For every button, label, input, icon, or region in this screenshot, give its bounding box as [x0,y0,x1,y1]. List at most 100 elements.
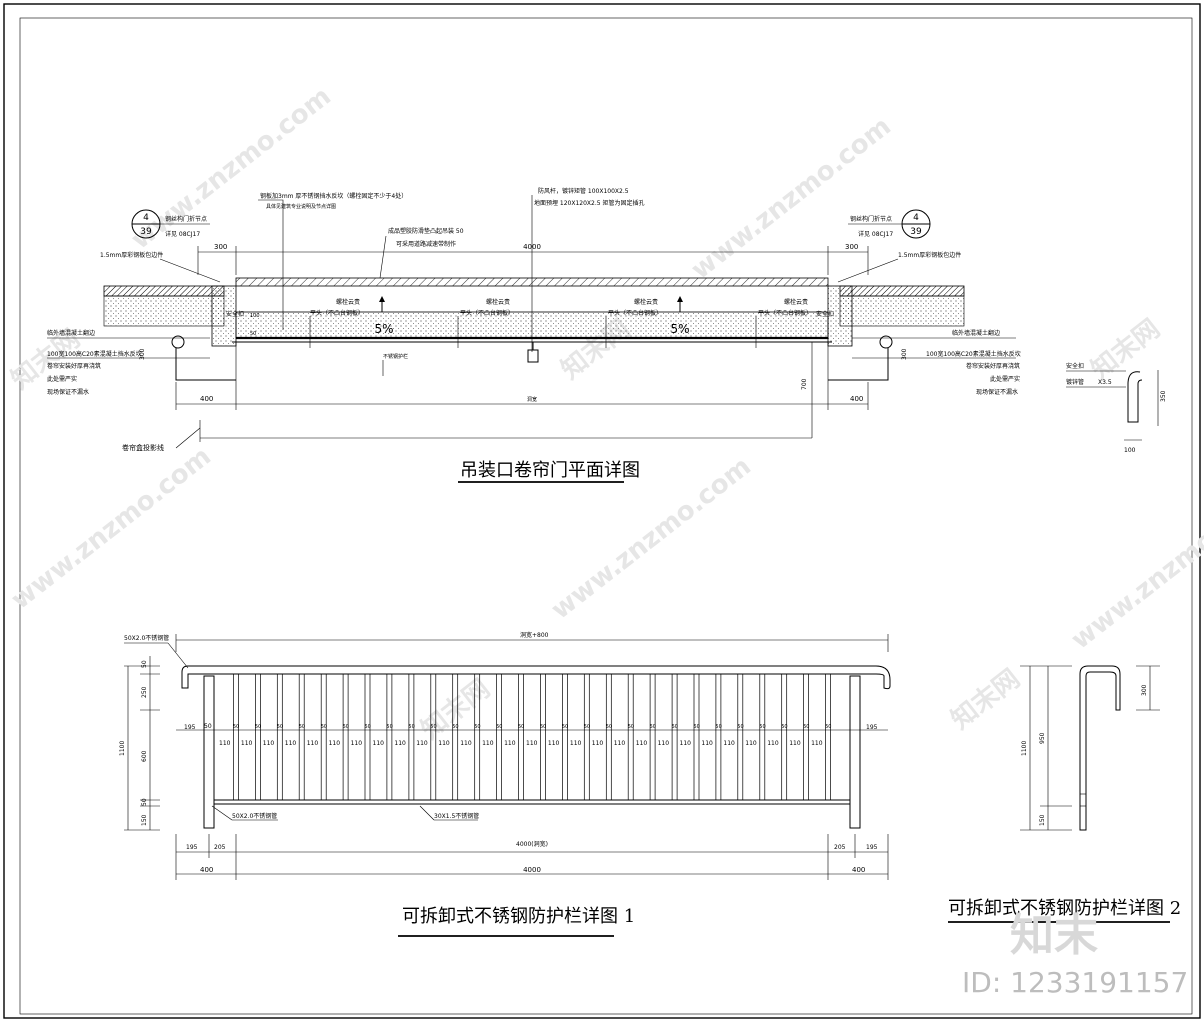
svg-text:平头（不凸台钢板）: 平头（不凸台钢板） [460,309,514,317]
svg-text:300: 300 [845,243,858,251]
spacing-label: 50 [715,724,721,730]
spacing-label: 50 [759,724,765,730]
svg-text:平头（不凸台钢板）: 平头（不凸台钢板） [608,309,662,317]
baluster [627,673,634,801]
right-side-notes: 临外墙混凝土翻边 100宽100高C20素混凝土挡水反坎 卷帘安装好厚再浇筑 此… [852,329,1021,396]
svg-text:螺栓云责: 螺栓云责 [634,298,658,306]
svg-text:50: 50 [141,660,148,668]
svg-text:4: 4 [913,213,919,223]
baluster [518,673,524,801]
baluster [583,673,590,801]
svg-text:螺栓云责: 螺栓云责 [486,298,510,306]
spacing-label: 110 [701,740,713,747]
svg-text:250: 250 [141,686,148,698]
spacing-label: 110 [592,740,604,747]
spacing-label: 50 [628,724,634,730]
drawing-frame [3,3,1201,1019]
spacing-label: 110 [241,740,253,747]
svg-text:安全扣: 安全扣 [226,310,244,318]
spacing-label: 50 [343,724,349,730]
spacing-label: 50 [321,724,327,730]
svg-text:4000(洞宽): 4000(洞宽) [516,840,548,848]
inner-frame [19,17,1193,1015]
watermark-logo: 知末网 [946,664,1026,736]
svg-text:300: 300 [214,243,227,251]
svg-text:195: 195 [186,844,198,851]
svg-text:1100: 1100 [119,741,126,756]
svg-text:X3.5: X3.5 [1098,379,1112,386]
svg-text:950: 950 [1039,732,1046,744]
spacing-label: 110 [526,740,538,747]
rail2-title: 可拆卸式不锈钢防护栏详图 2 [948,898,1181,919]
svg-text:螺栓云责: 螺栓云责 [336,298,360,306]
spacing-label: 50 [650,724,656,730]
plan-top-dims: 300 4000 300 [197,243,869,275]
baluster [298,673,305,801]
callout-right: 4 39 钢丝构门折节点 详见 08CJ17 [848,209,931,239]
spacing-label: 110 [548,740,560,747]
watermark-text: www.znzmo.com [126,82,337,256]
spacing-label: 110 [614,740,626,747]
svg-text:39: 39 [910,227,922,237]
svg-text:300: 300 [901,348,908,360]
baluster [693,673,700,801]
spacing-label: 110 [570,740,582,747]
spacing-label: 110 [811,740,823,747]
spacing-label: 110 [658,740,670,747]
svg-text:100宽100高C20素混凝土挡水反坎: 100宽100高C20素混凝土挡水反坎 [926,350,1021,358]
baluster [759,673,766,801]
spacing-label: 110 [723,740,735,747]
baluster [276,673,283,801]
baluster [605,673,612,801]
svg-text:100: 100 [1124,447,1136,454]
watermark-logo: 知末网 [416,674,496,746]
svg-text:150: 150 [1039,814,1046,826]
spacing-label: 110 [394,740,406,747]
spacing-label: 110 [307,740,319,747]
spacing-label: 110 [745,740,757,747]
spacing-label: 50 [386,724,392,730]
svg-text:400: 400 [850,395,863,403]
svg-text:150: 150 [141,814,148,826]
baluster [781,673,788,801]
spacing-label: 110 [416,740,428,747]
baluster [562,673,568,801]
spacing-label: 110 [482,740,494,747]
svg-text:400: 400 [200,395,213,403]
steel-cover-note-right: 1.5mm厚彩钢板包边件 [898,251,961,259]
baluster [408,673,415,801]
svg-text:350: 350 [1160,390,1167,402]
rail1-top-dim: 洞宽+800 [520,631,549,639]
svg-text:卷帘安装好厚再浇筑: 卷帘安装好厚再浇筑 [47,362,101,370]
spacing-label: 110 [285,740,297,747]
svg-text:此处需严实: 此处需严实 [990,375,1020,383]
svg-text:临外墙混凝土翻边: 临外墙混凝土翻边 [47,329,95,337]
svg-text:4000: 4000 [523,243,541,251]
wind-note-2: 地面预埋 120X120X2.5 矩管为固定插孔 [534,199,644,207]
balusters [233,673,831,801]
svg-text:螺栓云责: 螺栓云责 [784,298,808,306]
svg-text:300: 300 [1141,684,1148,696]
curtain-box-label: 卷帘盒投影线 [122,443,164,452]
baluster [737,673,744,801]
watermark-text: www.znzmo.com [6,442,217,616]
spacing-label: 50 [518,724,524,730]
svg-text:镀锌管: 镀锌管 [1066,378,1084,386]
spacing-label: 50 [430,724,436,730]
spacing-label: 50 [672,724,678,730]
spacing-label: 110 [373,740,385,747]
svg-text:卷帘安装好厚再浇筑: 卷帘安装好厚再浇筑 [966,362,1020,370]
svg-text:此处需严实: 此处需严实 [47,375,77,383]
svg-text:钢丝构门折节点: 钢丝构门折节点 [850,215,892,223]
left-side-notes: 临外墙混凝土翻边 100宽100高C20素混凝土挡水反坎 卷帘安装好厚再浇筑 此… [47,329,210,396]
spacing-label: 110 [636,740,648,747]
spacing-label: 50 [562,724,568,730]
svg-text:195: 195 [866,844,878,851]
baluster [540,673,546,801]
svg-text:平头（不凸台钢板）: 平头（不凸台钢板） [310,309,364,317]
baluster [320,673,327,801]
plan-title: 吊装口卷帘门平面详图 [460,460,640,481]
spacing-label: 50 [825,724,831,730]
top-note-2: 具体见建筑专业说明及节点详图 [266,203,336,210]
left-post [203,675,215,829]
